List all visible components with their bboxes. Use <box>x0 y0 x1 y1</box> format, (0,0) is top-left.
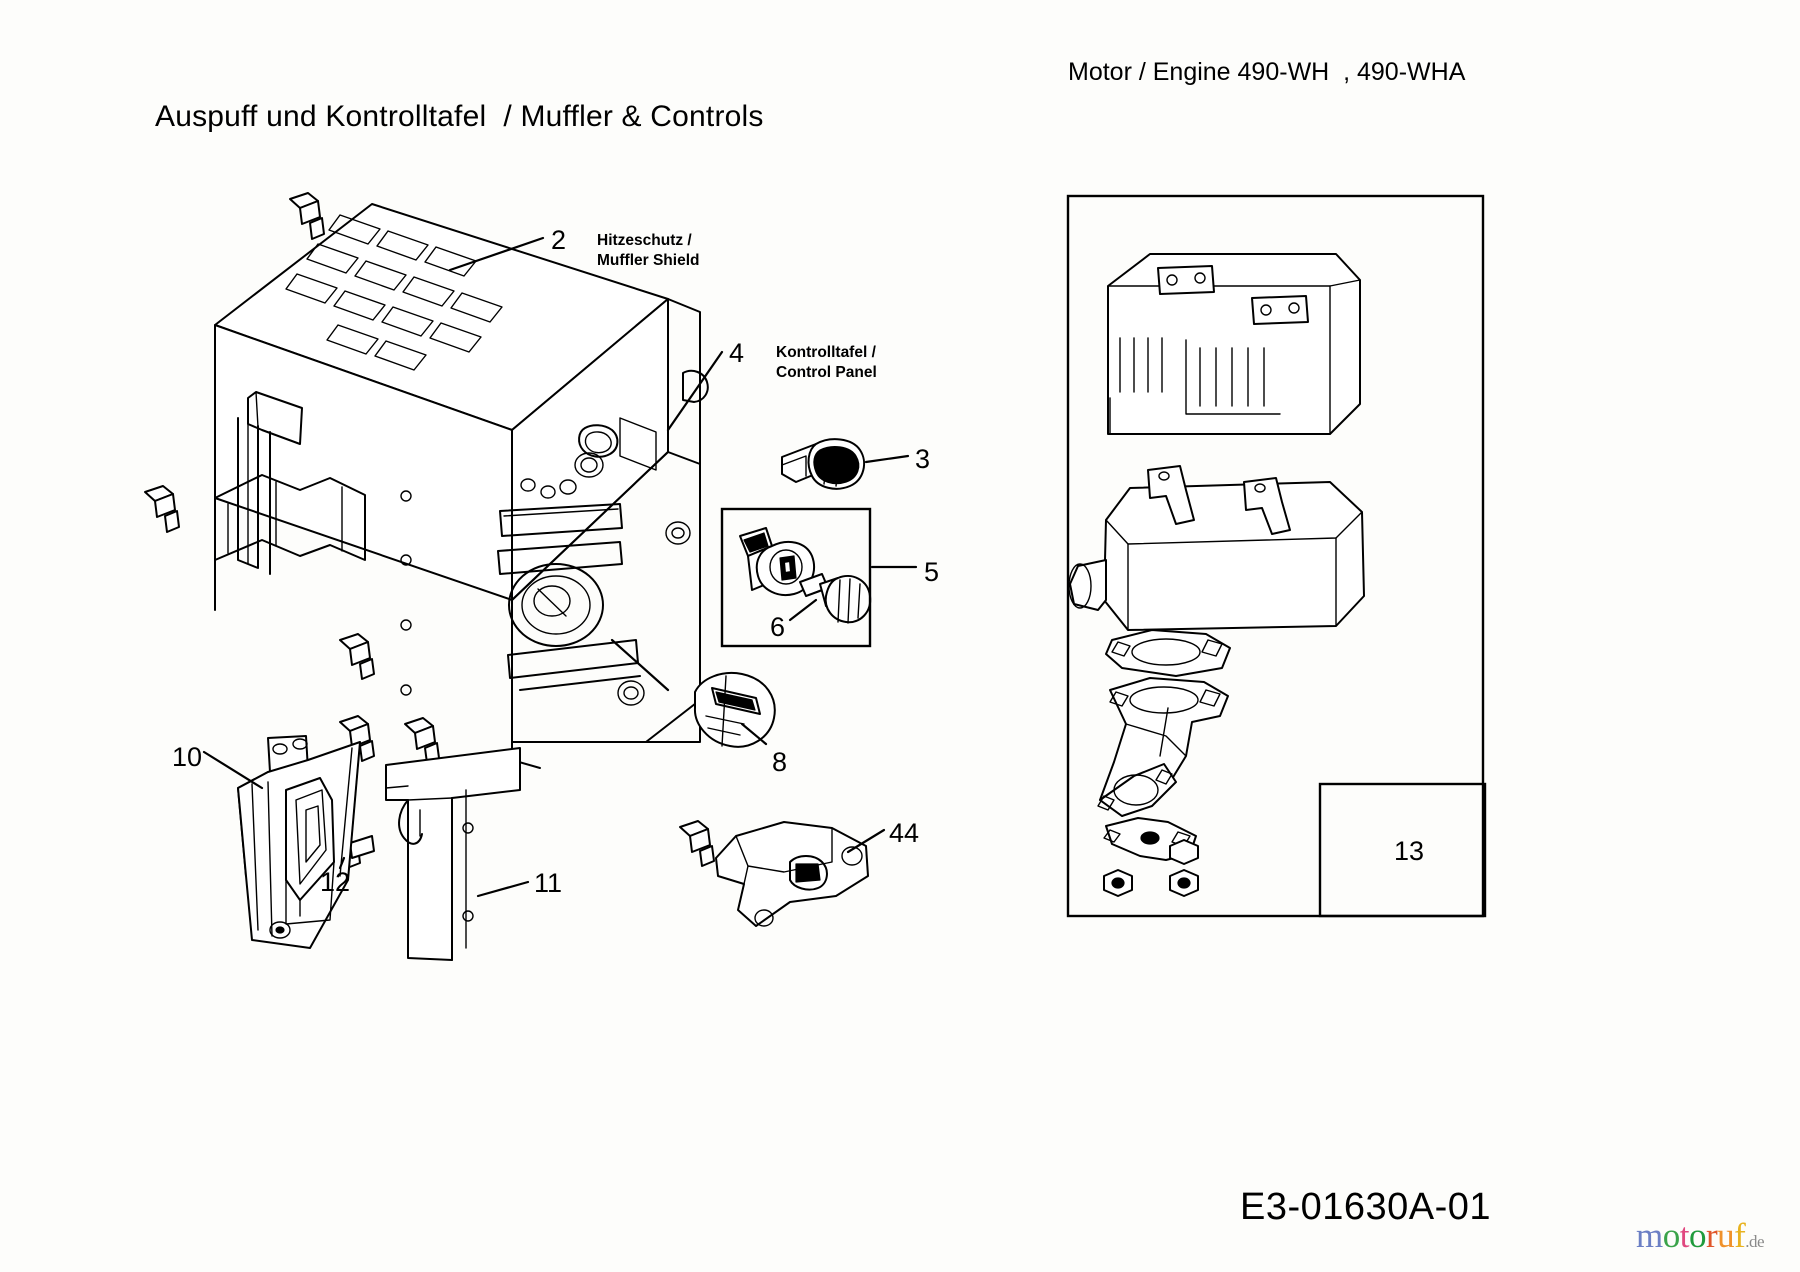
engine-assembly-art <box>1068 253 1365 897</box>
watermark-letter-1: o <box>1662 1216 1681 1255</box>
callout-number-5: 5 <box>924 557 940 587</box>
shield-louvers <box>285 214 503 371</box>
part-10-side-shield <box>237 735 361 949</box>
drawing-number: E3-01630A-01 <box>1240 1186 1492 1228</box>
indicator-lights <box>520 452 604 499</box>
callout-number-11: 11 <box>534 868 563 898</box>
watermark-letter-4: r <box>1705 1216 1718 1255</box>
watermark-letter-6: f <box>1734 1216 1746 1255</box>
watermark-letter-5: u <box>1717 1216 1735 1255</box>
part-8-control-knob <box>693 672 776 748</box>
part-label-control-panel: Kontrolltafel / Control Panel <box>776 344 877 381</box>
part-3-ignition-key <box>781 438 866 490</box>
front-round-recess <box>508 563 604 647</box>
watermark-letter-0: m <box>1636 1216 1663 1255</box>
panel-holes <box>400 490 691 706</box>
leader-lines <box>202 236 918 898</box>
part-44-throttle-bracket <box>715 821 869 927</box>
callout-number-8: 8 <box>772 747 788 777</box>
callout-number-4: 4 <box>729 338 745 368</box>
callout-number-10: 10 <box>172 742 203 772</box>
box-item-13 <box>1318 782 1487 918</box>
motoruf-watermark: motoruf.de <box>1636 1216 1765 1255</box>
callout-number-44: 44 <box>889 818 920 848</box>
nuts <box>1103 839 1199 897</box>
page-title: Auspuff und Kontrolltafel / Muffler & Co… <box>155 100 764 133</box>
engine-model-label: Motor / Engine 490-WH , 490-WHA <box>1068 58 1466 86</box>
muffler-shield-housing <box>214 203 709 769</box>
callout-number-3: 3 <box>915 444 931 474</box>
watermark-suffix: .de <box>1745 1232 1765 1251</box>
callout-number-13: 13 <box>1394 836 1425 866</box>
callout-number-2: 2 <box>551 225 567 255</box>
watermark-letter-3: o <box>1688 1216 1707 1255</box>
box-engine-panel <box>1066 194 1485 918</box>
box-item-5 <box>720 507 872 648</box>
callout-number-12: 12 <box>320 867 351 897</box>
part-label-muffler-shield: Hitzeschutz / Muffler Shield <box>597 232 700 269</box>
watermark-letter-2: t <box>1679 1216 1690 1255</box>
part-6-choke-knob <box>799 573 872 624</box>
part-11-mounting-bracket <box>385 747 521 961</box>
callout-number-6: 6 <box>770 612 786 642</box>
